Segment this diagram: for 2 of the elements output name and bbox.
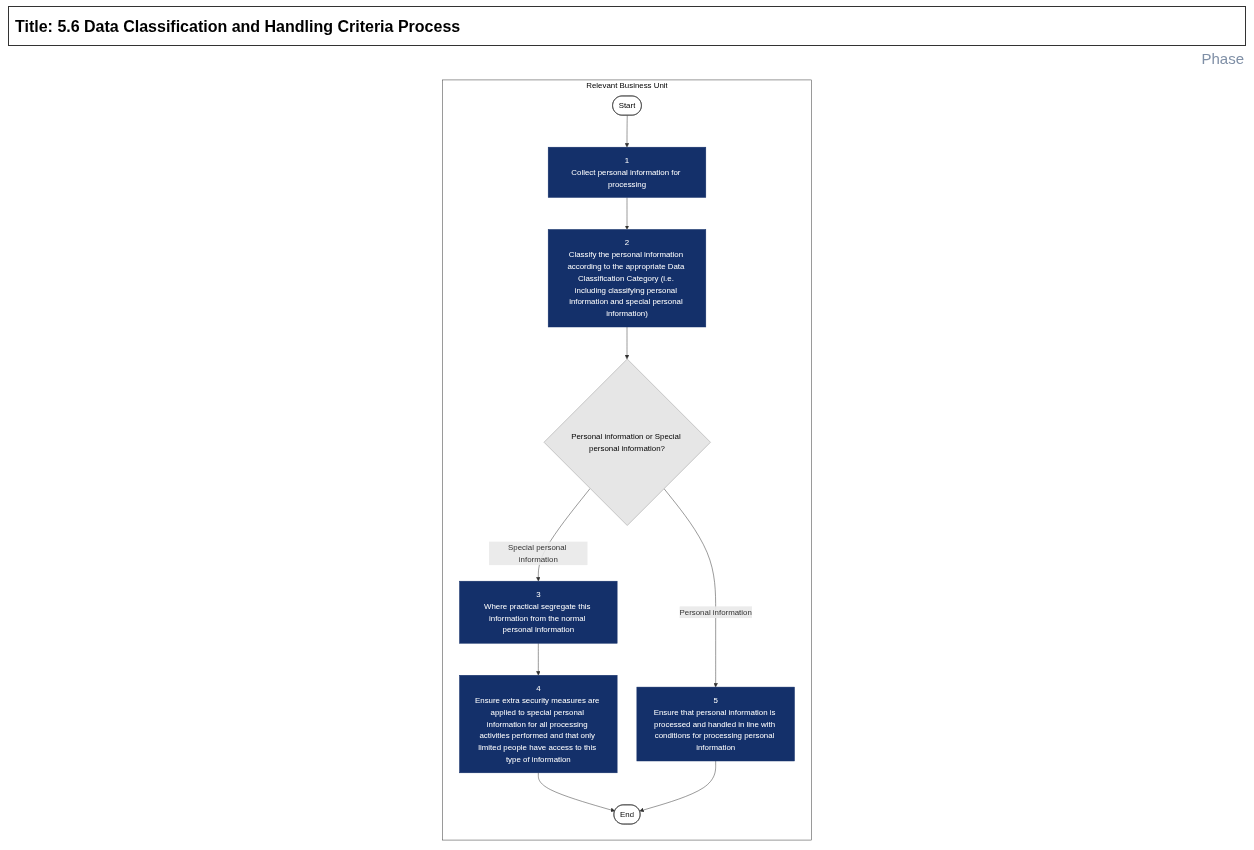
diagram-title: Title: 5.6 Data Classification and Handling Criteria Process [8,6,1246,46]
phase-label: Phase [1201,50,1244,67]
